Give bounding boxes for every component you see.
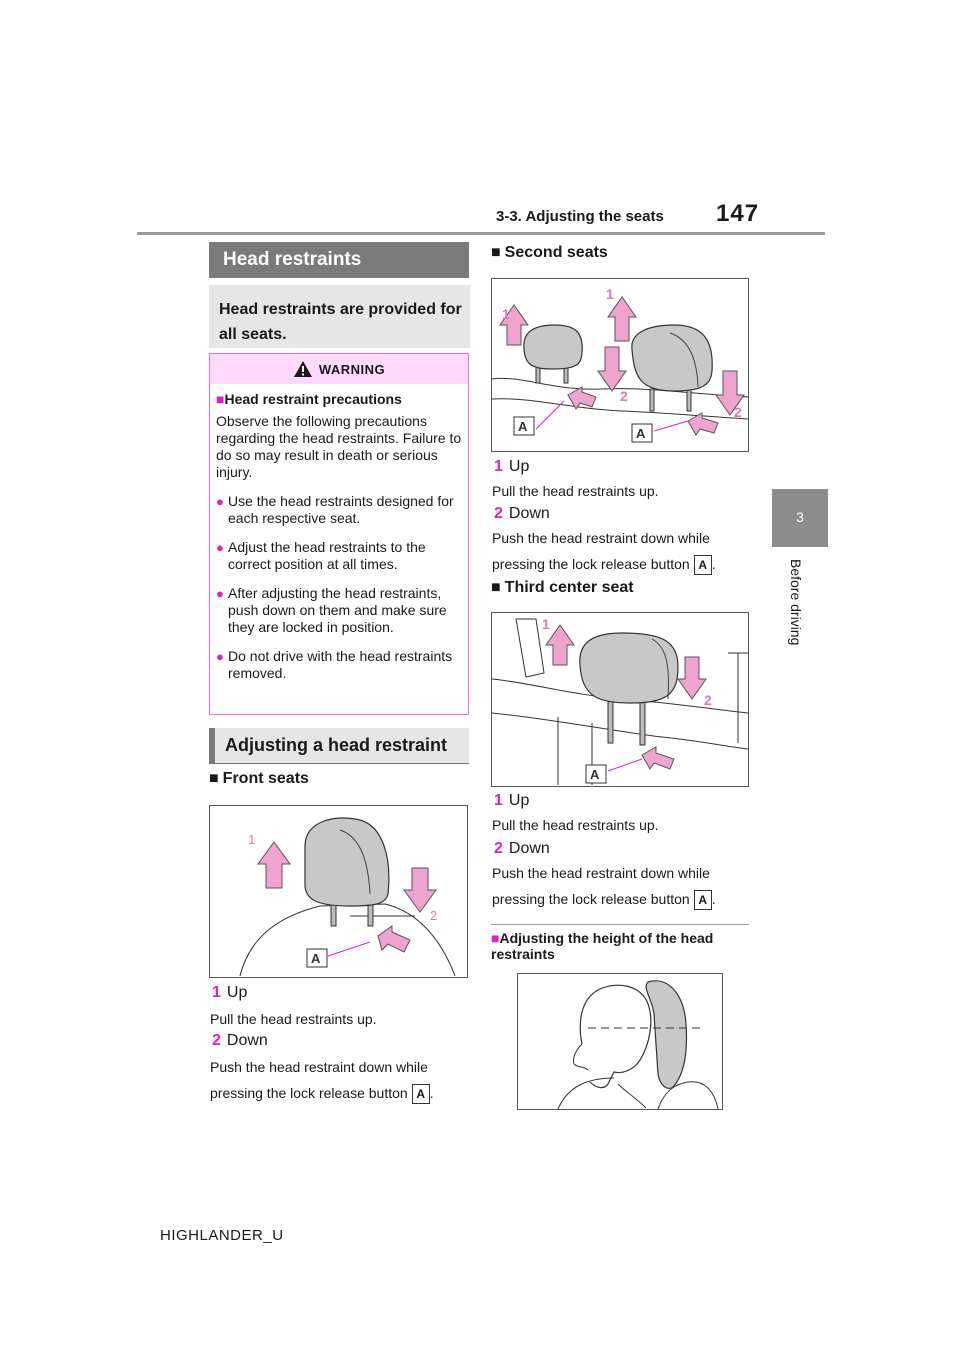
warning-bullet: ●Do not drive with the head restraints r…: [216, 648, 453, 681]
third-step-1-desc: Pull the head restraints up.: [492, 817, 659, 833]
head-height-figure: [517, 973, 723, 1110]
arrow-down-icon: [403, 867, 437, 913]
arrow-left-icon: [377, 925, 411, 953]
lock-release-badge: A: [693, 890, 712, 911]
arrow-left-icon: [687, 412, 719, 436]
second-step-1-desc: Pull the head restraints up.: [492, 483, 659, 499]
footer-doc-code: HIGHLANDER_U: [160, 1227, 284, 1244]
bullet-dot-icon: ●: [216, 586, 224, 601]
bullet-dot-icon: ●: [216, 540, 224, 555]
square-marker-icon: ■: [209, 770, 219, 787]
arrow-up-icon: [257, 841, 291, 889]
chapter-label: Before driving: [788, 559, 804, 646]
header-title: 3-3. Adjusting the seats: [496, 208, 664, 225]
front-seats-heading: ■Front seats: [209, 770, 309, 787]
header-divider: [137, 232, 825, 235]
arrow-up-icon: [607, 296, 637, 342]
square-marker-icon: ■: [491, 930, 500, 946]
arrow-down-icon: [597, 346, 627, 392]
warning-bullet: ●After adjusting the head restraints, pu…: [216, 585, 447, 635]
front-seat-figure: 1 2 A: [209, 805, 468, 978]
label-a: A: [518, 419, 528, 434]
warning-bullet: ●Use the head restraints designed for ea…: [216, 493, 454, 526]
chapter-number: 3: [796, 509, 804, 525]
label-a: A: [590, 767, 600, 782]
bullet-dot-icon: ●: [216, 649, 224, 664]
label-a: A: [311, 951, 321, 966]
lead-text: Head restraints are provided for all sea…: [209, 285, 470, 348]
arrow-down-icon: [677, 656, 707, 700]
note-heading: ■Adjusting the height of the head restra…: [491, 930, 714, 962]
label-1: 1: [248, 832, 255, 847]
warning-triangle-icon: [293, 361, 312, 377]
second-seats-heading: ■Second seats: [491, 244, 608, 261]
label-2: 2: [734, 404, 742, 420]
section-title-head-restraints: Head restraints: [209, 242, 469, 278]
warning-subtitle: ■Head restraint precautions: [216, 391, 402, 407]
warning-title: WARNING: [318, 361, 386, 377]
front-step-2-desc: Push the head restraint down while press…: [210, 1054, 472, 1106]
arrow-down-icon: [715, 370, 745, 416]
front-step-1-desc: Pull the head restraints up.: [210, 1011, 377, 1027]
warning-box: WARNING ■Head restraint precautions Obse…: [209, 353, 469, 715]
third-step-2-desc: Push the head restraint down while press…: [492, 860, 754, 912]
label-1: 1: [542, 616, 550, 632]
label-2: 2: [620, 388, 628, 404]
label-2: 2: [430, 908, 437, 923]
lock-release-badge: A: [693, 555, 712, 576]
warning-bullet: ●Adjust the head restraints to the corre…: [216, 539, 426, 572]
second-seats-figure: 1 1 2 2 A A: [491, 278, 749, 452]
bullet-dot-icon: ●: [216, 494, 224, 509]
warning-paragraph: Observe the following precautions regard…: [216, 413, 462, 480]
arrow-left-icon: [567, 386, 597, 410]
warning-header: WARNING: [210, 354, 468, 384]
third-seat-figure: 1 2 A: [491, 612, 749, 787]
square-marker-icon: ■: [216, 391, 225, 407]
adjusting-heading: Adjusting a head restraint: [209, 728, 469, 764]
page-number: 147: [716, 200, 760, 227]
lock-release-badge: A: [411, 1084, 430, 1105]
label-1: 1: [502, 306, 510, 322]
label-2: 2: [704, 692, 712, 708]
arrow-left-icon: [641, 746, 675, 770]
arrow-up-icon: [499, 304, 529, 346]
label-1: 1: [606, 286, 614, 302]
note-divider: [491, 924, 749, 925]
square-marker-icon: ■: [491, 579, 501, 596]
arrow-up-icon: [545, 624, 575, 666]
square-marker-icon: ■: [491, 244, 501, 261]
third-seat-heading: ■Third center seat: [491, 579, 634, 596]
label-a: A: [636, 426, 646, 441]
second-step-2-desc: Push the head restraint down while press…: [492, 525, 754, 577]
chapter-tab[interactable]: 3: [772, 489, 828, 547]
